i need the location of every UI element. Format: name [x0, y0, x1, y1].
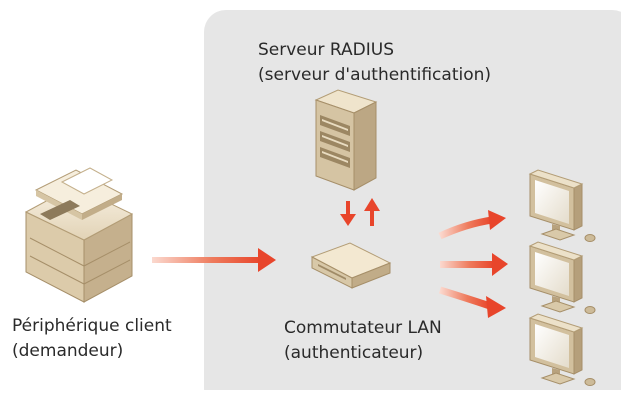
client-label-line2: (demandeur): [12, 341, 124, 361]
printer-icon: [24, 167, 134, 303]
server-icon: [314, 89, 378, 191]
switch-icon: [310, 242, 392, 289]
network-zone: [204, 10, 621, 394]
switch-label: Commutateur LAN (authenticateur): [284, 316, 442, 366]
monitor-icon: [528, 169, 596, 242]
switch-label-line2: (authenticateur): [284, 343, 424, 363]
monitor-icon: [528, 313, 596, 386]
server-label: Serveur RADIUS (serveur d'authentificati…: [258, 38, 491, 88]
client-label: Périphérique client (demandeur): [12, 314, 172, 364]
client-label-line1: Périphérique client: [12, 316, 172, 336]
computers-group: [528, 169, 596, 386]
server-label-line1: Serveur RADIUS: [258, 40, 395, 60]
switch-label-line1: Commutateur LAN: [284, 318, 442, 338]
client-to-switch-arrow: [152, 248, 276, 272]
auth-exchange-arrows-icon: [340, 198, 380, 226]
server-label-line2: (serveur d'authentification): [258, 65, 492, 85]
switch-to-computers-arrows: [438, 210, 508, 318]
monitor-icon: [528, 241, 596, 314]
